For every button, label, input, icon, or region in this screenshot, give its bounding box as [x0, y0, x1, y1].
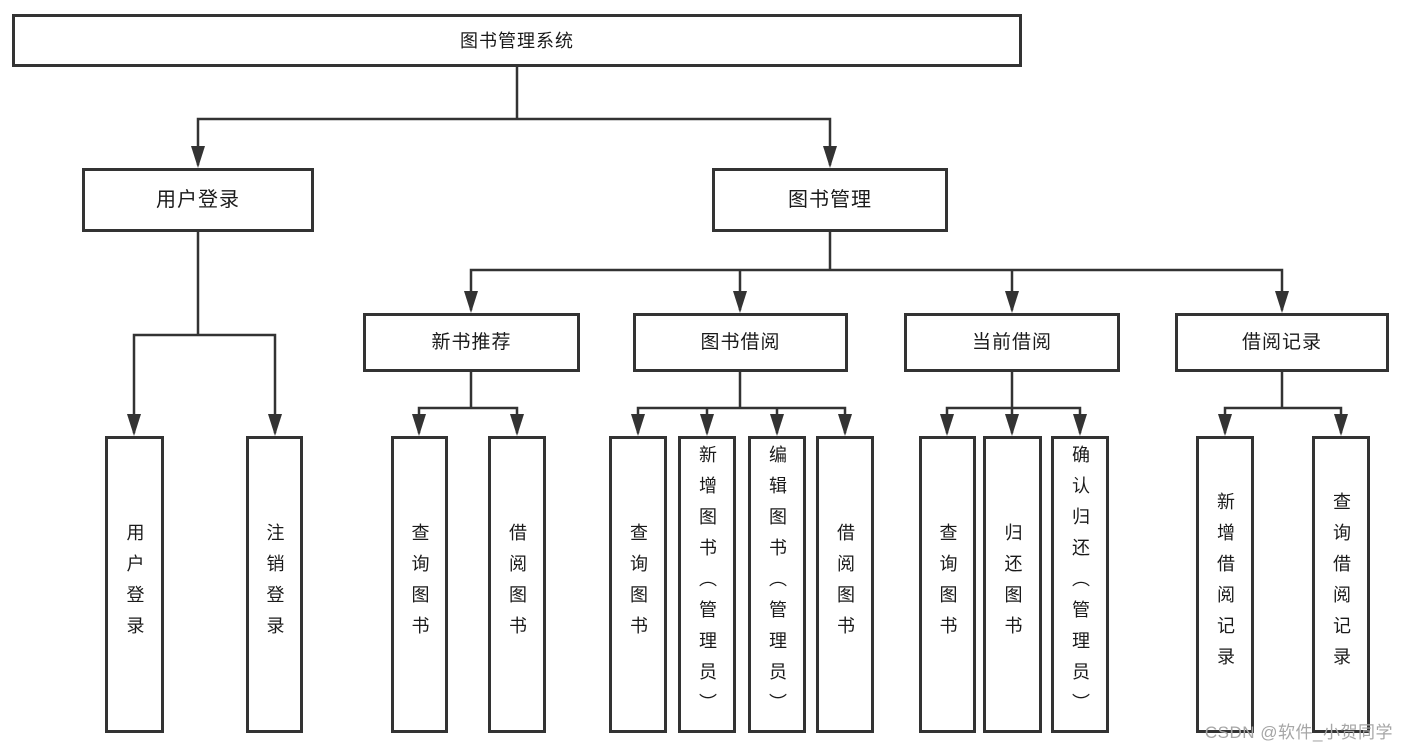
node-label: 图书管理系统: [460, 30, 574, 51]
watermark-text: CSDN @软件_小贺同学: [1204, 723, 1393, 742]
arrowhead-icon: [1334, 414, 1348, 436]
arrowhead-icon: [631, 414, 645, 436]
node-label: 注销登录: [264, 522, 285, 647]
node-label: 查询借阅记录: [1331, 491, 1351, 678]
arrowhead-icon: [127, 414, 141, 436]
arrowhead-icon: [1005, 291, 1019, 313]
arrowhead-icon: [1073, 414, 1087, 436]
node-label: 用户登录: [124, 522, 145, 647]
node-label: 新书推荐: [431, 332, 512, 353]
connector-path: [417, 370, 519, 434]
node-leaf-query-borrow-record: 查询借阅记录: [1312, 436, 1370, 733]
node-current-borrowing: 当前借阅: [904, 313, 1120, 372]
arrowhead-icon: [1275, 291, 1289, 313]
node-label: 借阅图书: [507, 522, 527, 647]
node-label: 借阅图书: [835, 522, 855, 647]
arrowhead-icon: [838, 414, 852, 436]
node-leaf-query-books-current: 查询图书: [919, 436, 976, 733]
arrowhead-icon: [770, 414, 784, 436]
arrowhead-icon: [268, 414, 282, 436]
node-label: 新增图书（管理员）: [697, 445, 717, 724]
arrowhead-icon: [464, 291, 478, 313]
node-label: 编辑图书（管理员）: [767, 445, 787, 724]
connector-path: [1223, 370, 1343, 434]
node-leaf-confirm-return-admin: 确认归还（管理员）: [1051, 436, 1109, 733]
node-leaf-query-books-borrow: 查询图书: [609, 436, 667, 733]
node-label: 用户登录: [156, 189, 240, 211]
node-leaf-logout: 注销登录: [246, 436, 303, 733]
arrowhead-icon: [823, 146, 837, 168]
arrowhead-icon: [940, 414, 954, 436]
node-leaf-borrow-books: 借阅图书: [816, 436, 874, 733]
node-leaf-user-login: 用户登录: [105, 436, 164, 733]
node-leaf-add-borrow-record: 新增借阅记录: [1196, 436, 1254, 733]
connector-path: [196, 65, 832, 166]
arrowhead-icon: [700, 414, 714, 436]
node-leaf-return-book: 归还图书: [983, 436, 1042, 733]
node-book-borrowing: 图书借阅: [633, 313, 848, 372]
node-label: 归还图书: [1002, 522, 1023, 647]
node-user-login: 用户登录: [82, 168, 314, 232]
arrowhead-icon: [510, 414, 524, 436]
connector-path: [469, 230, 1284, 311]
node-label: 新增借阅记录: [1215, 491, 1235, 678]
node-label: 当前借阅: [971, 332, 1052, 353]
arrowhead-icon: [191, 146, 205, 168]
node-leaf-add-book-admin: 新增图书（管理员）: [678, 436, 736, 733]
arrowhead-icon: [412, 414, 426, 436]
node-label: 图书管理: [788, 189, 872, 211]
node-root: 图书管理系统: [12, 14, 1022, 67]
node-borrowing-records: 借阅记录: [1175, 313, 1389, 372]
node-leaf-edit-book-admin: 编辑图书（管理员）: [748, 436, 806, 733]
node-label: 查询图书: [628, 522, 648, 647]
connector-path: [132, 230, 277, 434]
node-new-book-recommend: 新书推荐: [363, 313, 580, 372]
node-book-management: 图书管理: [712, 168, 948, 232]
node-label: 确认归还（管理员）: [1070, 445, 1090, 724]
node-leaf-query-books-rec: 查询图书: [391, 436, 448, 733]
node-leaf-borrow-books-rec: 借阅图书: [488, 436, 546, 733]
node-label: 借阅记录: [1241, 332, 1322, 353]
node-label: 查询图书: [409, 522, 430, 647]
arrowhead-icon: [1218, 414, 1232, 436]
connector-path: [636, 370, 847, 434]
node-label: 图书借阅: [700, 332, 781, 353]
arrowhead-icon: [1005, 414, 1019, 436]
arrowhead-icon: [733, 291, 747, 313]
node-label: 查询图书: [937, 522, 958, 647]
